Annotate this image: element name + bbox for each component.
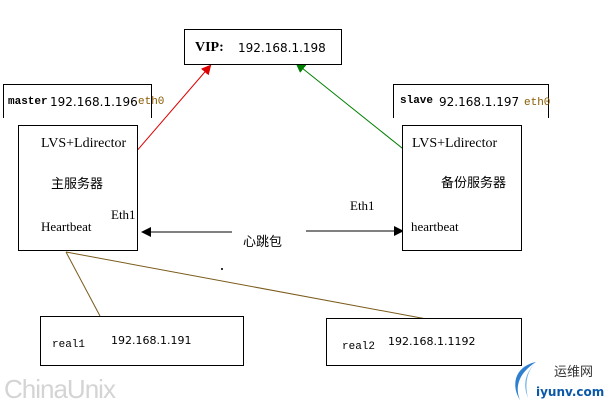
real2-ip: 192.168.1.1192 <box>388 335 476 348</box>
heartbeat-packet-label: 心跳包 <box>243 235 283 250</box>
master-title: LVS+Ldirector <box>41 136 127 151</box>
slave-heartbeat: heartbeat <box>411 219 459 234</box>
slave-tag-box: slave 92.168.1.197 eth0 <box>393 84 551 118</box>
master-tag-label: master <box>8 96 48 108</box>
chinaunix-watermark: ChinaUnix <box>4 374 116 404</box>
master-tag-ip: 192.168.1.196 <box>50 95 138 109</box>
master-to-real1-link <box>65 251 101 317</box>
logo-title: 运维网 <box>554 365 594 380</box>
logo-url: iyunv.com <box>536 385 605 399</box>
slave-tag-iface: eth0 <box>524 97 551 109</box>
slave-tag-ip: 92.168.1.197 <box>439 95 520 109</box>
slave-tag-label: slave <box>400 95 434 107</box>
slave-eth-label: Eth1 <box>350 198 375 213</box>
real1-box: real1 192.168.1.191 <box>40 316 244 366</box>
master-tag-box: master 192.168.1.196 eth0 <box>3 84 164 118</box>
master-role: 主服务器 <box>51 177 104 192</box>
master-eth-label: Eth1 <box>111 207 136 222</box>
site-logo: 运维网 iyunv.com <box>506 356 612 406</box>
slave-server-box: LVS+Ldirector 备份服务器 heartbeat <box>402 125 522 251</box>
master-tag-iface: eth0 <box>138 96 165 108</box>
center-dot <box>221 268 223 270</box>
master-heartbeat: Heartbeat <box>41 219 92 234</box>
slave-role: 备份服务器 <box>441 176 507 191</box>
real1-label: real1 <box>52 339 86 351</box>
real2-box: real2 192.168.1.1192 <box>326 318 522 366</box>
real2-label: real2 <box>342 341 376 353</box>
vip-box: VIP: 192.168.1.198 <box>184 29 342 65</box>
master-to-real2-link <box>65 251 449 324</box>
swoosh-icon <box>515 362 536 400</box>
master-server-box: LVS+Ldirector 主服务器 Eth1 Heartbeat <box>18 125 138 251</box>
vip-label: VIP: <box>195 40 224 55</box>
vip-ip: 192.168.1.198 <box>238 41 326 55</box>
real1-ip: 192.168.1.191 <box>111 334 192 347</box>
slave-title: LVS+Ldirector <box>412 136 498 151</box>
